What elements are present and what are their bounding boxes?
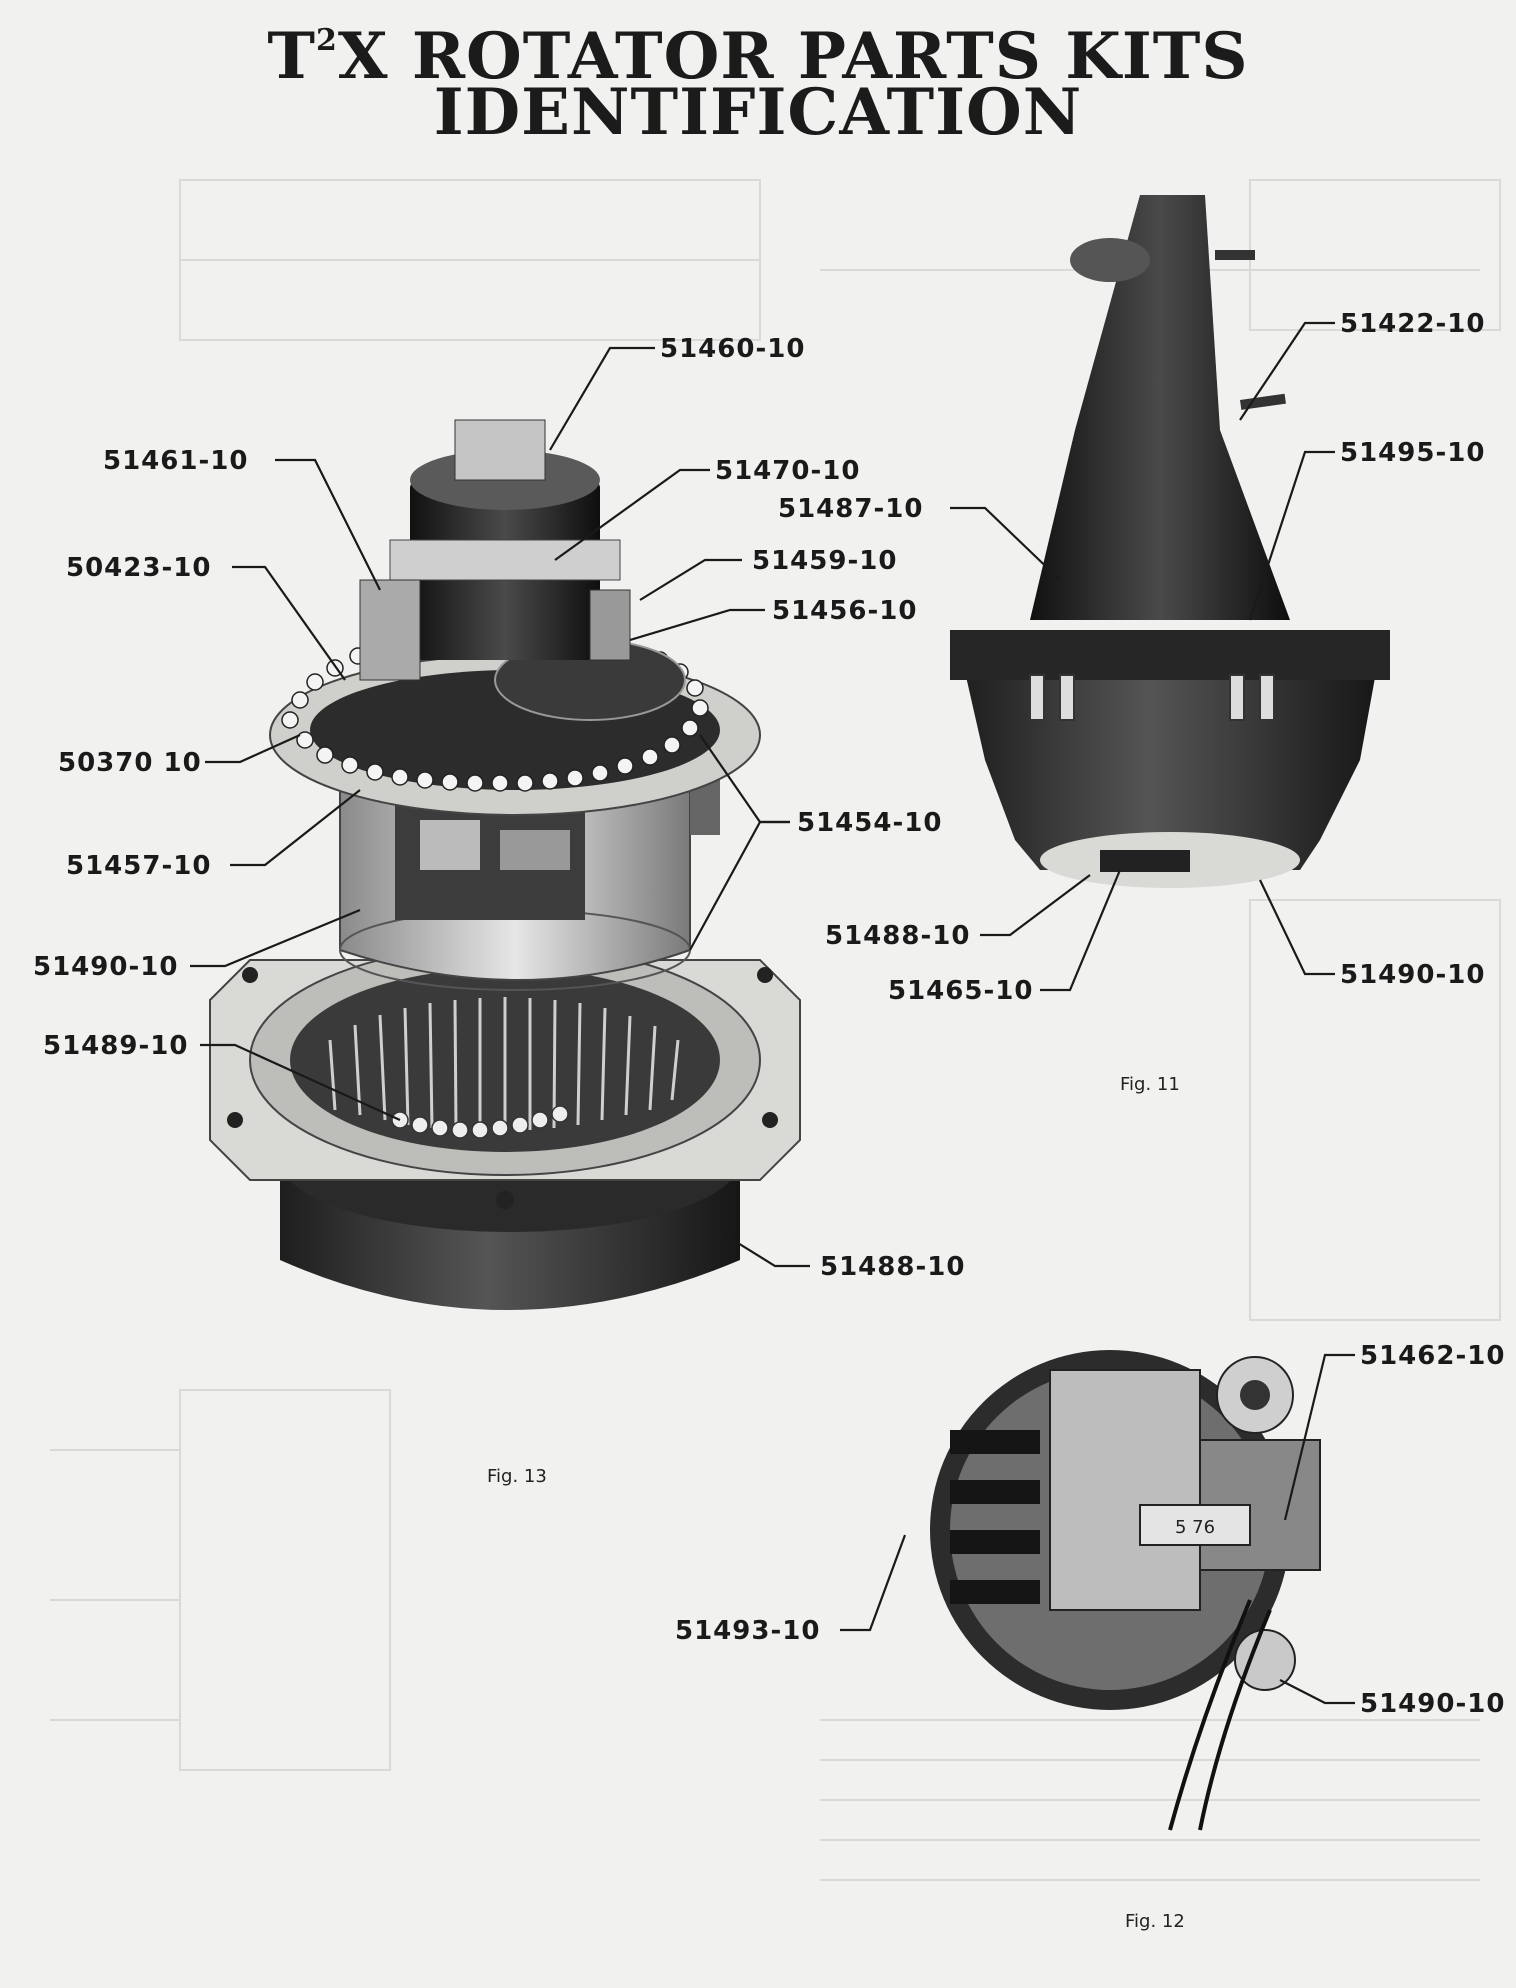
page-title-line-2: IDENTIFICATION [433,75,1083,150]
part-label-51495: 51495-10 [1340,438,1486,468]
part-label-50423: 50423-10 [66,553,212,583]
part-label-51460: 51460-10 [660,334,806,364]
title-superscript: 2 [316,23,338,58]
title-rest: X ROTATOR PARTS KITS [337,19,1249,94]
part-label-51488-fig13: 51488-10 [820,1252,966,1282]
inset-marking: 5 76 [1175,1517,1215,1538]
part-label-51454: 51454-10 [797,808,943,838]
part-label-51456: 51456-10 [772,596,918,626]
part-label-51489: 51489-10 [43,1031,189,1061]
page-title-line-1: T2X ROTATOR PARTS KITS [0,6,1516,92]
part-label-51462: 51462-10 [1360,1341,1506,1371]
part-label-51493: 51493-10 [675,1616,821,1646]
fig12-caption: Fig. 12 [1125,1911,1185,1932]
part-label-51461: 51461-10 [103,446,249,476]
part-label-51490-fig12: 51490-10 [1360,1689,1506,1719]
part-label-51487: 51487-10 [778,494,924,524]
part-label-51457: 51457-10 [66,851,212,881]
fig11-caption: Fig. 11 [1120,1074,1180,1095]
fig13-caption: Fig. 13 [487,1466,547,1487]
title-prefix: T [267,19,317,94]
part-label-50370: 50370 10 [58,748,202,778]
part-label-51488-fig11: 51488-10 [825,921,971,951]
part-label-51490-fig13: 51490-10 [33,952,179,982]
part-label-51490-fig11: 51490-10 [1340,960,1486,990]
part-label-51459: 51459-10 [752,546,898,576]
part-label-51470: 51470-10 [715,456,861,486]
part-label-51422: 51422-10 [1340,309,1486,339]
part-label-51465: 51465-10 [888,976,1034,1006]
